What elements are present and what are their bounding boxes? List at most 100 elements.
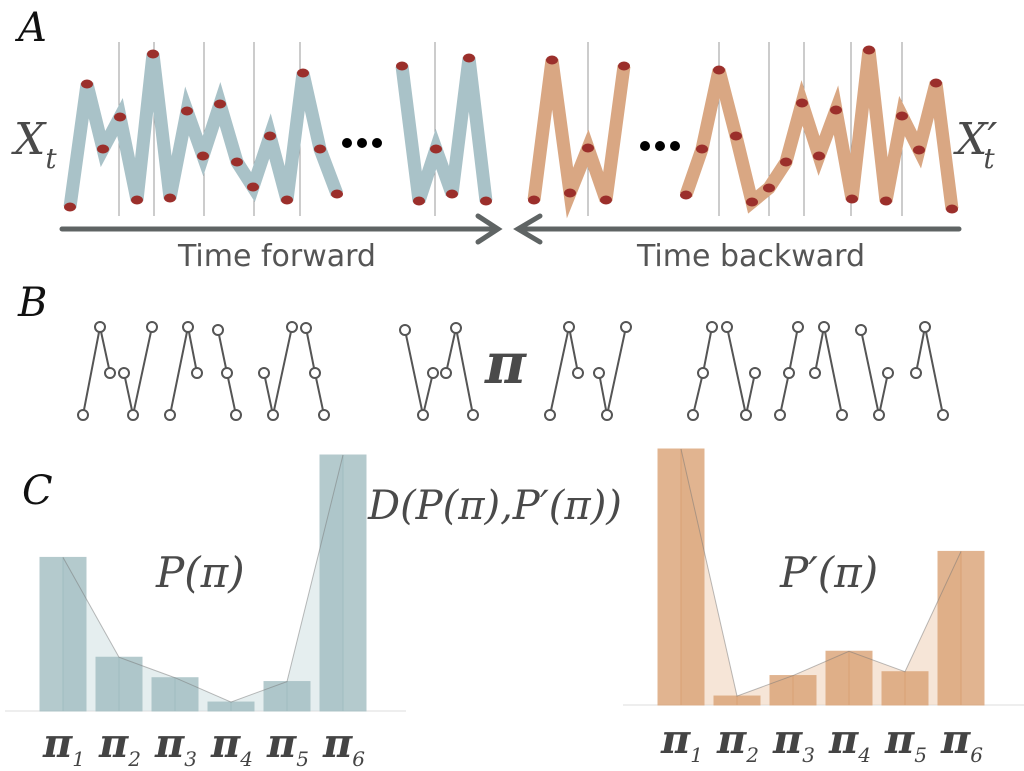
ordinal-pattern-node xyxy=(267,409,279,421)
pi-symbol: π xyxy=(941,716,971,763)
data-point xyxy=(231,157,243,167)
backward-distribution-title: P′(π) xyxy=(780,548,879,597)
data-point xyxy=(314,144,326,154)
ordinal-pattern-node xyxy=(221,367,233,379)
data-point xyxy=(480,196,492,206)
data-point xyxy=(214,99,226,109)
forward-distribution-title: P(π) xyxy=(156,548,245,597)
ordinal-pattern-node xyxy=(818,321,830,333)
data-point xyxy=(582,143,594,153)
pi-subscript: 3 xyxy=(184,747,198,771)
ordinal-pattern-node xyxy=(563,321,575,333)
panel-c-histograms xyxy=(5,448,1024,712)
data-point xyxy=(696,144,708,154)
ordinal-pattern-node xyxy=(146,321,158,333)
pi-tick-label: π2 xyxy=(99,724,142,771)
panel-b-ordinal-patterns xyxy=(77,321,949,421)
ordinal-pattern-node xyxy=(721,321,733,333)
ordinal-pattern-node xyxy=(300,322,312,334)
data-point xyxy=(600,195,612,205)
forward-histogram-envelope-line xyxy=(62,454,344,703)
data-point xyxy=(446,189,458,199)
backward-series-subscript: t xyxy=(983,142,995,175)
ordinal-pattern-node xyxy=(286,321,298,333)
data-point xyxy=(197,151,209,161)
ordinal-pattern-node xyxy=(572,367,584,379)
data-point xyxy=(463,53,475,63)
ellipsis-dot xyxy=(372,138,382,148)
ellipsis-dot xyxy=(640,141,650,151)
forward-series-line xyxy=(395,57,493,204)
data-point xyxy=(830,105,842,115)
data-point xyxy=(946,204,958,214)
ordinal-pattern-node xyxy=(697,367,709,379)
pi-subscript: 4 xyxy=(240,747,254,771)
ordinal-pattern-node xyxy=(783,367,795,379)
ordinal-pattern-node xyxy=(687,409,699,421)
data-point xyxy=(164,193,176,203)
pi-tick-label: π4 xyxy=(829,720,871,766)
data-point xyxy=(930,78,942,88)
ellipsis-dot xyxy=(670,141,680,151)
pi-tick-label: π2 xyxy=(717,720,759,766)
ordinal-pattern-node xyxy=(593,367,605,379)
backward-series-label: X′t xyxy=(956,118,997,173)
data-point xyxy=(880,196,892,206)
pi-symbol: π xyxy=(661,716,691,763)
panel-a-ellipsis xyxy=(342,138,680,151)
ordinal-pattern-node xyxy=(318,409,330,421)
time-forward-arrowhead-icon xyxy=(475,213,503,245)
data-point xyxy=(780,157,792,167)
data-point xyxy=(430,144,442,154)
pi-tick-label: π3 xyxy=(155,724,198,771)
pi-tick-label: π1 xyxy=(661,720,703,766)
forward-series-label: Xt xyxy=(14,118,57,173)
ordinal-pattern-node xyxy=(440,367,452,379)
pi-tick-label: π4 xyxy=(211,724,254,771)
data-point xyxy=(813,151,825,161)
data-point xyxy=(564,188,576,198)
data-point xyxy=(680,190,692,200)
data-point xyxy=(131,195,143,205)
data-point xyxy=(181,106,193,116)
panel-label-b: B xyxy=(18,280,48,326)
ordinal-pattern-node xyxy=(873,409,885,421)
ellipsis-dot xyxy=(342,138,352,148)
pi-subscript: 1 xyxy=(72,747,86,771)
data-point xyxy=(528,195,540,205)
ordinal-pattern-node xyxy=(118,367,130,379)
data-point xyxy=(913,145,925,155)
pi-subscript: 3 xyxy=(802,743,816,767)
data-point xyxy=(297,68,309,78)
pi-subscript: 2 xyxy=(128,747,142,771)
ordinal-pattern-node xyxy=(164,409,176,421)
data-point xyxy=(331,189,343,199)
data-point xyxy=(97,144,109,154)
data-point xyxy=(64,202,76,212)
ordinal-pattern-node xyxy=(230,409,242,421)
pi-symbol: π xyxy=(773,716,803,763)
ordinal-pattern-node xyxy=(212,324,224,336)
data-point xyxy=(264,131,276,141)
ordinal-pattern-node xyxy=(127,409,139,421)
ordinal-pattern-node xyxy=(792,321,804,333)
pi-symbol: π xyxy=(885,716,915,763)
pi-symbol: π xyxy=(267,720,297,767)
ordinal-pattern-node xyxy=(706,321,718,333)
ordinal-pattern-node xyxy=(467,409,479,421)
ordinal-pattern-node xyxy=(191,367,203,379)
data-point xyxy=(746,197,758,207)
data-point xyxy=(763,183,775,193)
panel-a-series xyxy=(63,45,959,219)
ordinal-pattern-node xyxy=(620,321,632,333)
data-point xyxy=(247,182,259,192)
pi-tick-label: π6 xyxy=(323,724,365,770)
pi-subscript: 5 xyxy=(914,743,928,767)
pi-tick-label: π5 xyxy=(885,720,928,767)
panel-label-c: C xyxy=(22,468,53,514)
ellipsis-dot xyxy=(357,138,367,148)
time-backward-arrowhead-icon xyxy=(513,213,543,245)
data-point xyxy=(413,196,425,206)
time-forward-caption: Time forward xyxy=(178,239,376,274)
